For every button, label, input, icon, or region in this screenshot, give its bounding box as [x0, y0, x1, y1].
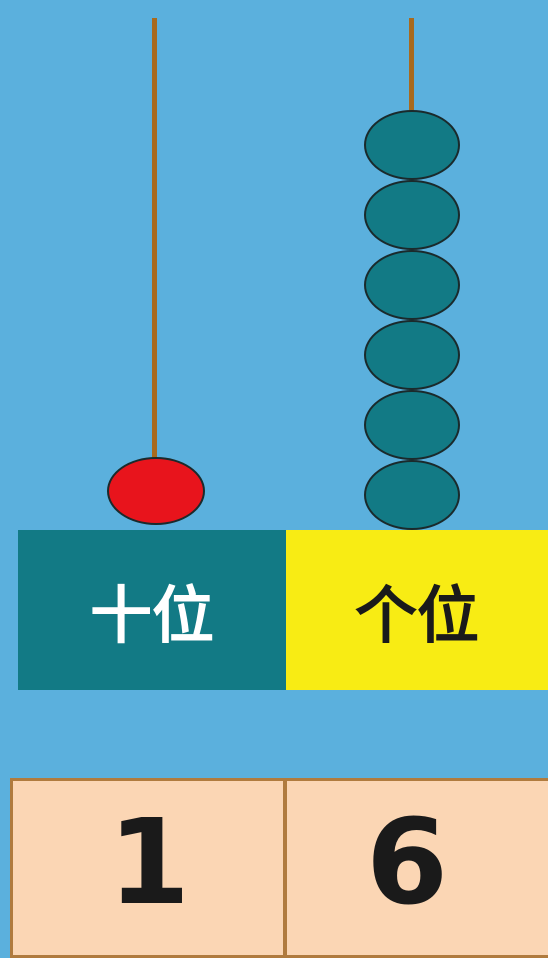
table-divider: [283, 781, 287, 955]
tens-place-label: 十位: [18, 530, 286, 690]
ones-bead: [364, 180, 460, 250]
digit-table: 1 6: [10, 778, 548, 958]
ones-digit: 6: [366, 793, 449, 931]
tens-digit: 1: [108, 793, 191, 931]
ones-bead: [364, 110, 460, 180]
tens-rod: [152, 18, 157, 488]
tens-bead: [107, 457, 205, 525]
ones-bead: [364, 250, 460, 320]
ones-bead: [364, 320, 460, 390]
ones-bead: [364, 460, 460, 530]
ones-bead: [364, 390, 460, 460]
ones-place-label: 个位: [286, 530, 548, 690]
